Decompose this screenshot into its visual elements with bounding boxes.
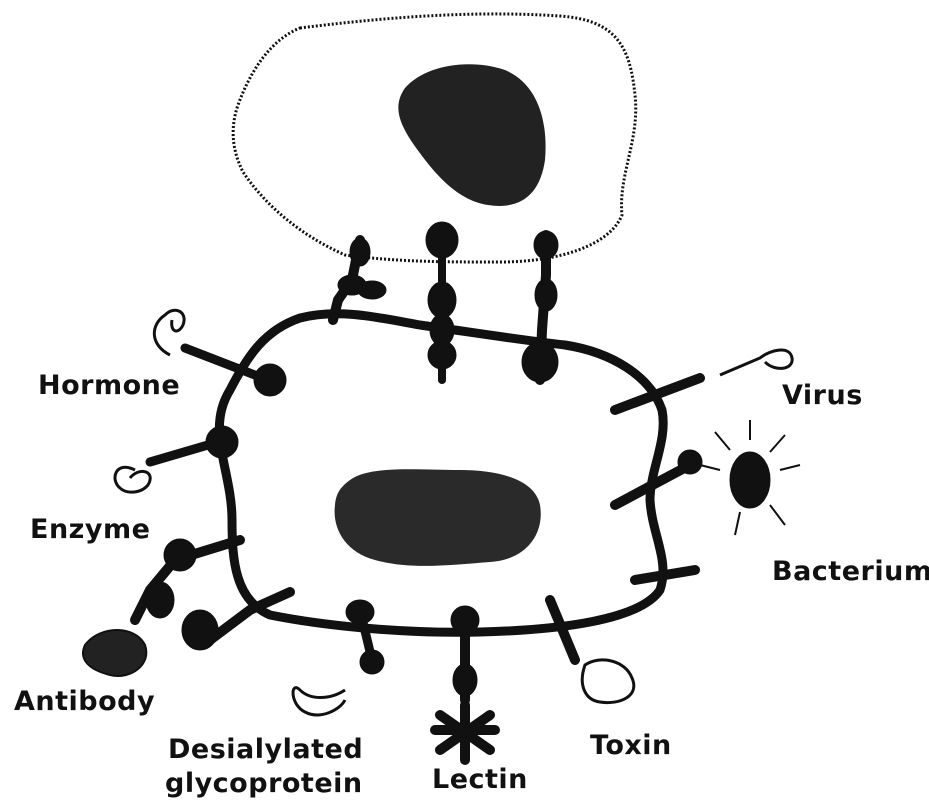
- adhesion-receptor-right: [522, 231, 558, 382]
- label-bacterium: Bacterium: [772, 558, 929, 585]
- antibody-ligand: [83, 630, 146, 676]
- bacterium-ligand: [700, 420, 800, 535]
- label-virus: Virus: [782, 382, 863, 409]
- label-lectin: Lectin: [432, 766, 528, 793]
- lectin-ligand: [435, 705, 495, 760]
- label-toxin: Toxin: [590, 732, 672, 759]
- label-antibody: Antibody: [14, 688, 155, 715]
- label-desialylated-line1: Desialylated: [168, 736, 363, 763]
- virus-ligand: [720, 350, 792, 375]
- upper-cell-nucleus: [398, 64, 545, 206]
- label-desialylated-line2: glycoprotein: [165, 770, 363, 797]
- antibody-receptor: [83, 539, 290, 676]
- desialylated-glycoprotein-ligand: [293, 688, 345, 715]
- label-hormone: Hormone: [38, 372, 180, 399]
- main-cell-nucleus: [335, 469, 541, 566]
- enzyme-ligand: [115, 467, 150, 492]
- adhesion-receptor-center: [426, 222, 458, 380]
- label-enzyme: Enzyme: [30, 516, 150, 543]
- adhesion-receptor-left: [333, 238, 386, 320]
- adhesion-receptors: [333, 222, 558, 382]
- toxin-ligand: [582, 660, 634, 703]
- hormone-ligand: [154, 310, 184, 355]
